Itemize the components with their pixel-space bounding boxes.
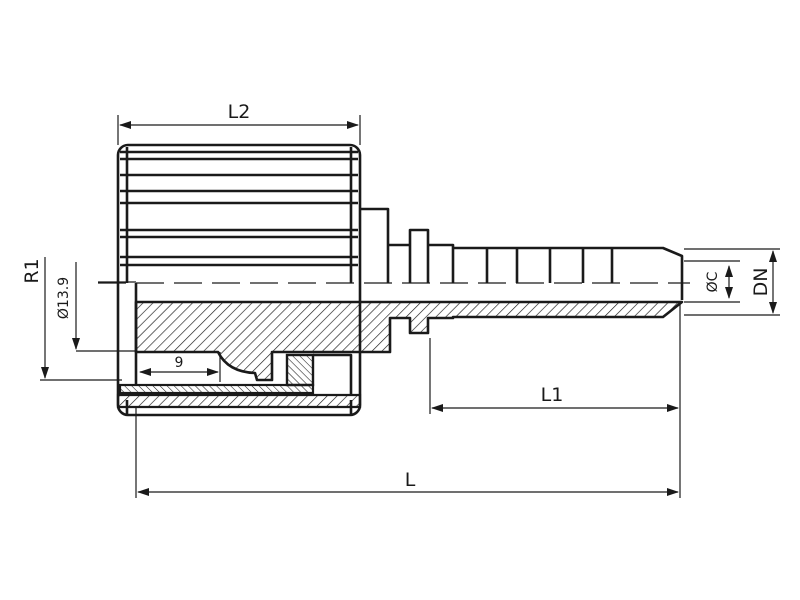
nut xyxy=(116,143,362,417)
nipple-section xyxy=(134,300,684,382)
label-R1: R1 xyxy=(21,258,43,283)
label-L1: L1 xyxy=(541,384,564,406)
label-DN: DN xyxy=(750,268,772,297)
label-C: ØC xyxy=(705,271,721,292)
label-depth: 9 xyxy=(175,355,184,371)
label-L2: L2 xyxy=(228,101,251,123)
dim-bore: Ø13.9 xyxy=(56,262,136,352)
socket-inner-strip xyxy=(118,383,315,395)
dim-DN: DN xyxy=(684,248,780,316)
dim-depth: 9 xyxy=(139,352,221,382)
dim-C: ØC xyxy=(684,260,740,303)
label-bore: Ø13.9 xyxy=(56,277,72,319)
nipple-outline xyxy=(360,207,684,300)
socket-outer-strip xyxy=(116,393,362,409)
label-L: L xyxy=(405,469,416,491)
dim-L1: L1 xyxy=(429,338,679,414)
dim-L2: L2 xyxy=(117,101,361,145)
dim-R1: R1 xyxy=(21,257,122,381)
dim-L: L xyxy=(135,303,681,498)
nut-ribs xyxy=(120,150,358,267)
ferrule-piece xyxy=(285,353,315,387)
